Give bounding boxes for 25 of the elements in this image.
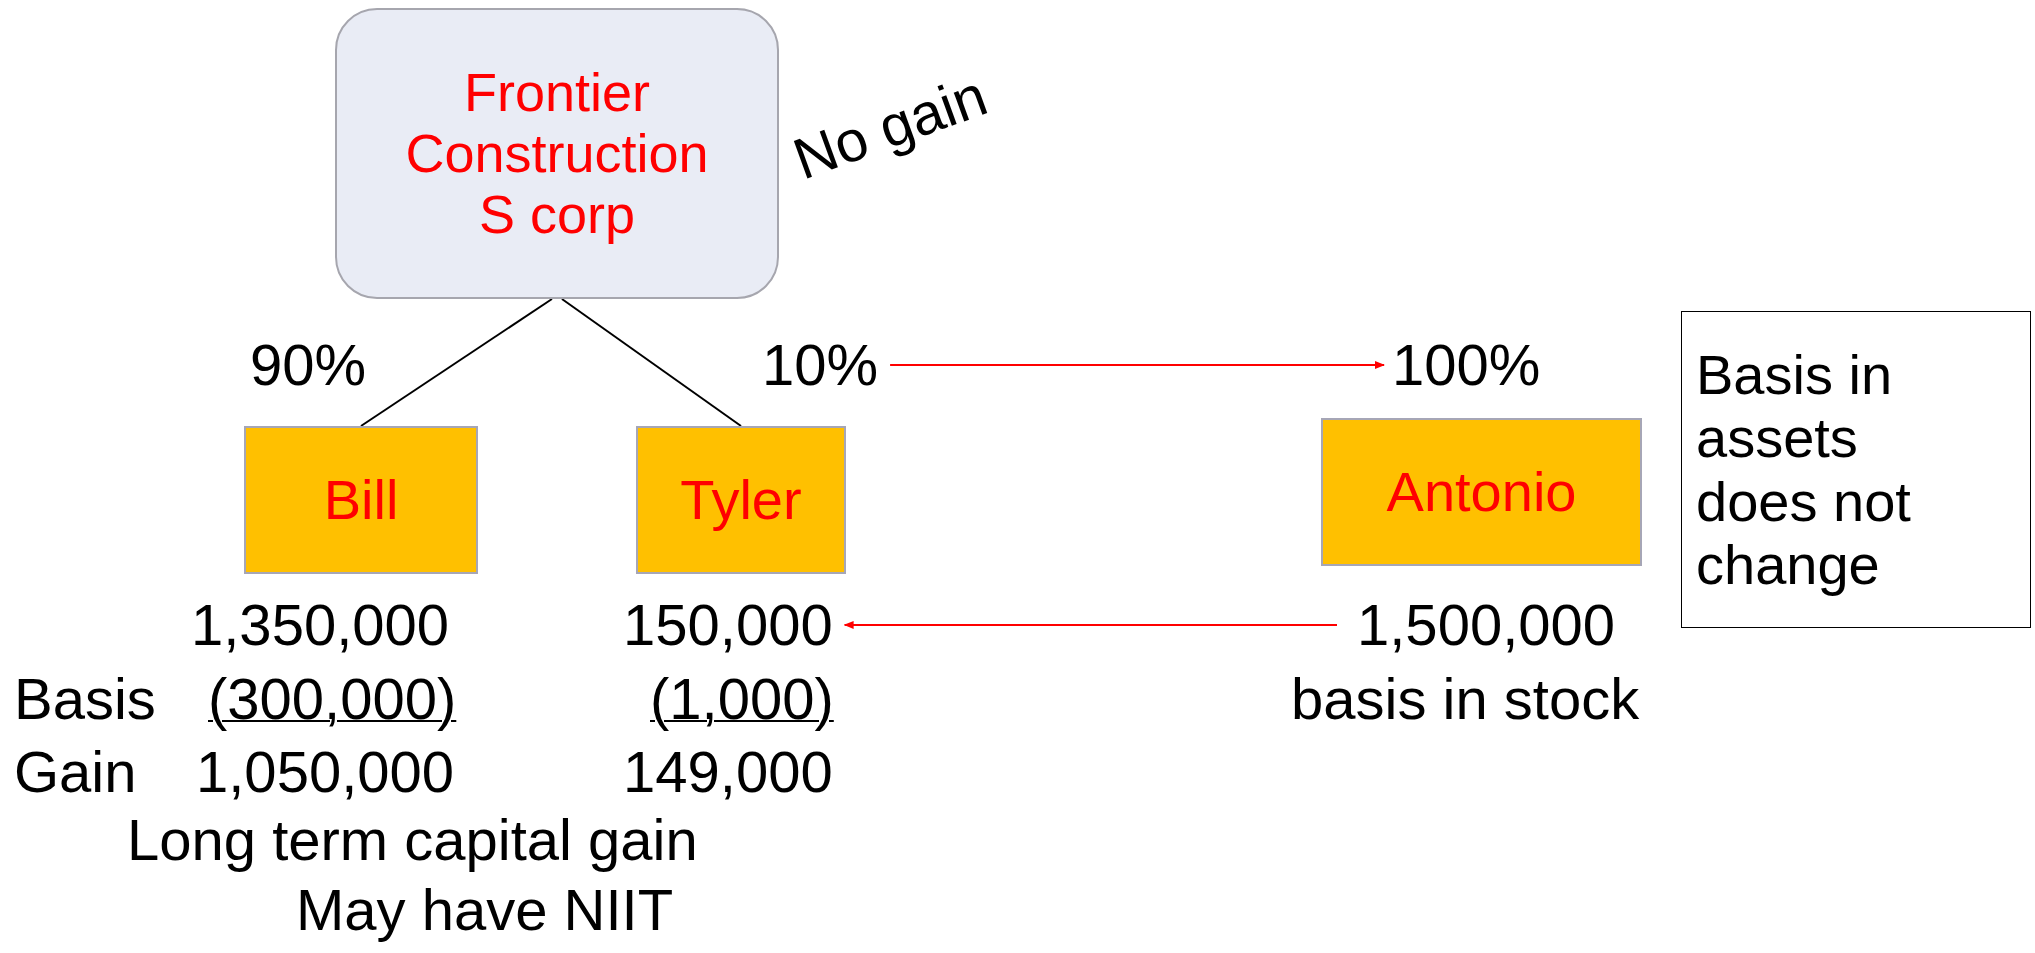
shareholder-box: Tyler: [636, 426, 846, 574]
ownership-percent: 10%: [762, 333, 879, 397]
note-text: Long term capital gain: [127, 808, 698, 872]
amount: 1,350,000: [191, 593, 450, 657]
note-box: Basis in assets does not change: [1681, 311, 2031, 628]
amount: 1,500,000: [1357, 593, 1616, 657]
caption-text: basis in stock: [1291, 667, 1640, 731]
shareholder-box: Bill: [244, 426, 478, 574]
amount: (1,000): [650, 667, 834, 731]
row-label: Basis: [14, 667, 156, 731]
arrow: [889, 360, 1385, 369]
row-label: Gain: [14, 740, 137, 804]
ownership-percent: 90%: [250, 333, 367, 397]
annotation-text: No gain: [785, 62, 995, 192]
amount: 149,000: [623, 740, 833, 804]
connector-line: [360, 298, 553, 427]
ownership-percent: 100%: [1392, 333, 1541, 397]
amount: 1,050,000: [196, 740, 455, 804]
connector-line: [560, 298, 742, 427]
buyer-box: Antonio: [1321, 418, 1642, 566]
amount: (300,000): [208, 667, 457, 731]
amount: 150,000: [623, 593, 833, 657]
arrow: [843, 620, 1338, 629]
company-box: Frontier Construction S corp: [335, 8, 779, 299]
note-text: May have NIIT: [296, 878, 674, 942]
